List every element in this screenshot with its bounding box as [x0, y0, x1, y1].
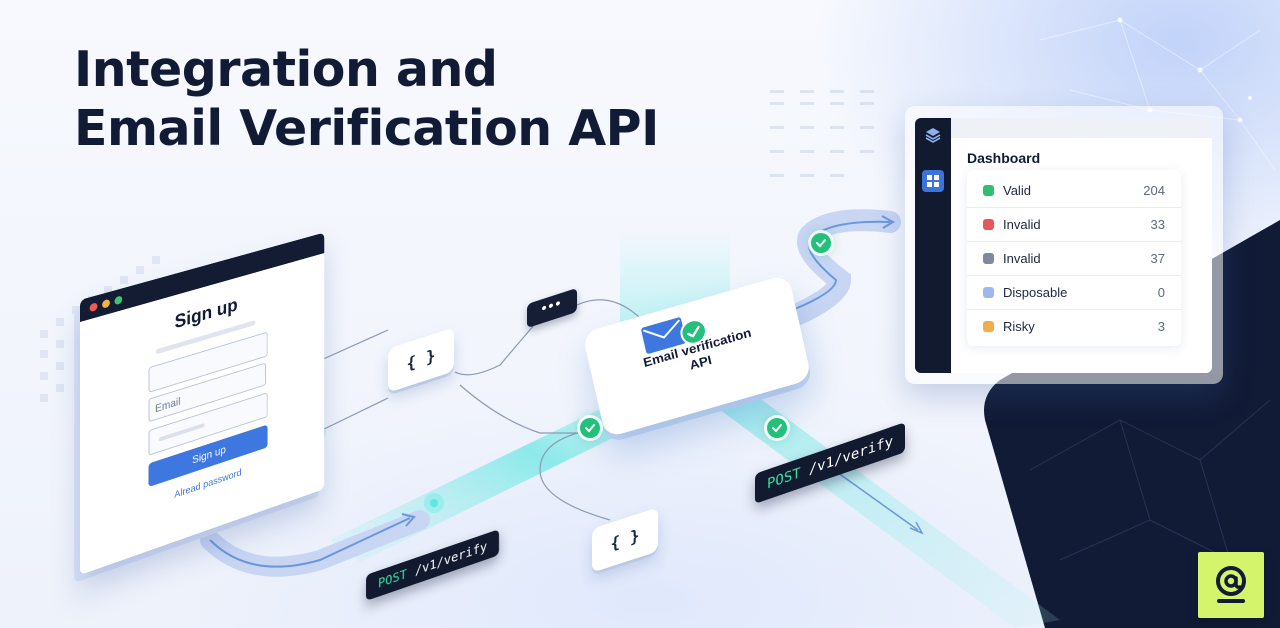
status-swatch: [983, 287, 994, 298]
row-label: Invalid: [1003, 217, 1041, 232]
email-verification-api-card: Email verification API: [582, 273, 812, 439]
status-swatch: [983, 219, 994, 230]
row-label: Valid: [1003, 183, 1031, 198]
status-swatch: [983, 253, 994, 264]
result-row-risky: Risky 3: [967, 310, 1181, 343]
dashboard-window: Dashboard Valid 204 Invalid 33 Invalid 3…: [915, 118, 1212, 373]
result-row-disposable: Disposable 0: [967, 276, 1181, 310]
check-icon: [767, 418, 787, 438]
http-method: POST: [378, 566, 407, 591]
dashboard-sidebar: [915, 118, 951, 373]
row-value: 3: [1157, 319, 1165, 334]
verified-check-icon: [680, 319, 707, 345]
row-value: 204: [1143, 183, 1165, 198]
status-swatch: [983, 321, 994, 332]
dashboard-title: Dashboard: [967, 150, 1041, 166]
envelope-icon: [641, 317, 687, 354]
row-value: 0: [1157, 285, 1165, 300]
result-row-invalid: Invalid 33: [967, 208, 1181, 242]
row-value: 37: [1150, 251, 1165, 266]
brand-logo: [1198, 552, 1264, 618]
at-sign-icon: [1216, 566, 1246, 603]
password-placeholder: [158, 422, 205, 442]
result-row-valid: Valid 204: [967, 174, 1181, 208]
row-label: Risky: [1003, 319, 1035, 334]
result-row-invalid-2: Invalid 37: [967, 242, 1181, 276]
http-method: POST: [767, 465, 801, 493]
layers-icon[interactable]: [924, 126, 942, 144]
headline-line-1: Integration and: [74, 41, 498, 98]
row-value: 33: [1150, 217, 1165, 232]
maximize-dot-icon: [114, 295, 123, 306]
row-label: Invalid: [1003, 251, 1041, 266]
result-list: Valid 204 Invalid 33 Invalid 37 Disposab…: [967, 170, 1181, 346]
dashboard-topbar: [951, 118, 1212, 138]
row-label: Disposable: [1003, 285, 1068, 300]
headline: Integration and Email Verification API: [74, 40, 659, 158]
check-icon: [811, 233, 831, 253]
close-dot-icon: [89, 302, 98, 313]
status-swatch: [983, 185, 994, 196]
headline-line-2: Email Verification API: [74, 100, 659, 157]
check-icon: [580, 418, 600, 438]
minimize-dot-icon: [102, 298, 110, 309]
grid-icon[interactable]: [922, 170, 944, 192]
